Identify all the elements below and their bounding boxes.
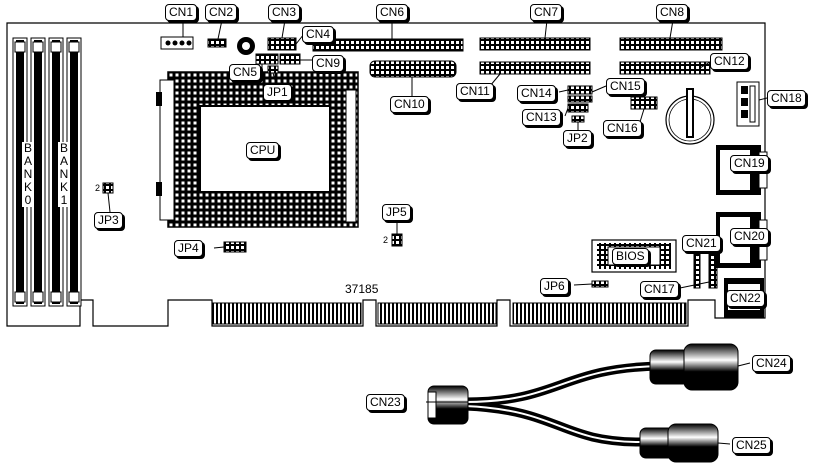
- label-jp1: JP1: [263, 84, 292, 101]
- cn11-header: [479, 61, 591, 75]
- label-cn17: CN17: [640, 281, 679, 298]
- cn15-header: [567, 95, 593, 103]
- jp3-jumper: [102, 182, 114, 194]
- cn5-header: [255, 53, 279, 65]
- cn3-header: [267, 37, 297, 51]
- cn10-connector: [369, 60, 457, 78]
- label-cn20: CN20: [730, 228, 769, 245]
- jp2-jumper: [571, 115, 585, 123]
- label-cn16: CN16: [603, 120, 642, 137]
- label-cn9: CN9: [312, 55, 345, 72]
- label-cn22: CN22: [726, 290, 765, 307]
- label-bios: BIOS: [612, 248, 649, 265]
- cn2-header: [207, 38, 227, 48]
- label-cn8: CN8: [656, 4, 689, 21]
- jp4-jumper: [223, 241, 247, 253]
- cn13-header: [567, 103, 589, 113]
- edge-connector-1: [212, 302, 362, 325]
- label-cn6: CN6: [376, 4, 409, 21]
- cn7-header: [479, 37, 591, 51]
- cn16-header: [630, 96, 658, 110]
- y-cable: [427, 343, 739, 463]
- label-cn4: CN4: [302, 26, 335, 43]
- pin-number-jp5: 2: [383, 235, 389, 245]
- label-cn18: CN18: [767, 90, 806, 107]
- label-cn19: CN19: [730, 155, 769, 172]
- part-number: 37185: [345, 282, 379, 296]
- label-cn15: CN15: [606, 78, 645, 95]
- label-bank0: BANK0: [22, 141, 34, 207]
- cn17-header: [708, 247, 718, 289]
- label-cn2: CN2: [205, 4, 238, 21]
- label-cn24: CN24: [752, 355, 791, 372]
- label-cn7: CN7: [530, 4, 563, 21]
- edge-connector-2: [377, 302, 497, 325]
- label-jp4: JP4: [174, 240, 203, 257]
- label-cn10: CN10: [390, 96, 429, 113]
- cn9-header: [279, 53, 301, 65]
- label-jp2: JP2: [563, 130, 592, 147]
- pin-number-jp3: 2: [95, 183, 101, 193]
- jp5-jumper: [391, 233, 403, 247]
- label-cn12: CN12: [710, 53, 749, 70]
- label-cn23: CN23: [366, 394, 405, 411]
- battery-icon: [665, 88, 715, 145]
- jp1-jumper: [267, 65, 279, 74]
- label-cn14: CN14: [517, 85, 556, 102]
- edge-connector-3: [512, 302, 687, 325]
- label-bank1: BANK1: [58, 141, 70, 207]
- cn18-connector: [736, 81, 760, 127]
- label-jp6: JP6: [540, 278, 569, 295]
- label-cpu: CPU: [246, 142, 280, 159]
- cn14-header: [567, 85, 593, 95]
- label-cn13: CN13: [522, 109, 561, 126]
- label-jp5: JP5: [382, 204, 411, 221]
- label-jp3: JP3: [94, 212, 123, 229]
- label-cn3: CN3: [268, 4, 301, 21]
- cn8-header: [619, 37, 723, 51]
- label-cn25: CN25: [732, 437, 771, 454]
- label-cn21: CN21: [682, 235, 721, 252]
- memory-slots: [12, 37, 82, 307]
- cn6-header: [312, 38, 464, 52]
- label-cn1: CN1: [165, 4, 198, 21]
- label-cn5: CN5: [229, 64, 262, 81]
- jp6-jumper: [591, 280, 609, 288]
- cn12-header: [619, 61, 711, 75]
- label-cn11: CN11: [456, 83, 494, 100]
